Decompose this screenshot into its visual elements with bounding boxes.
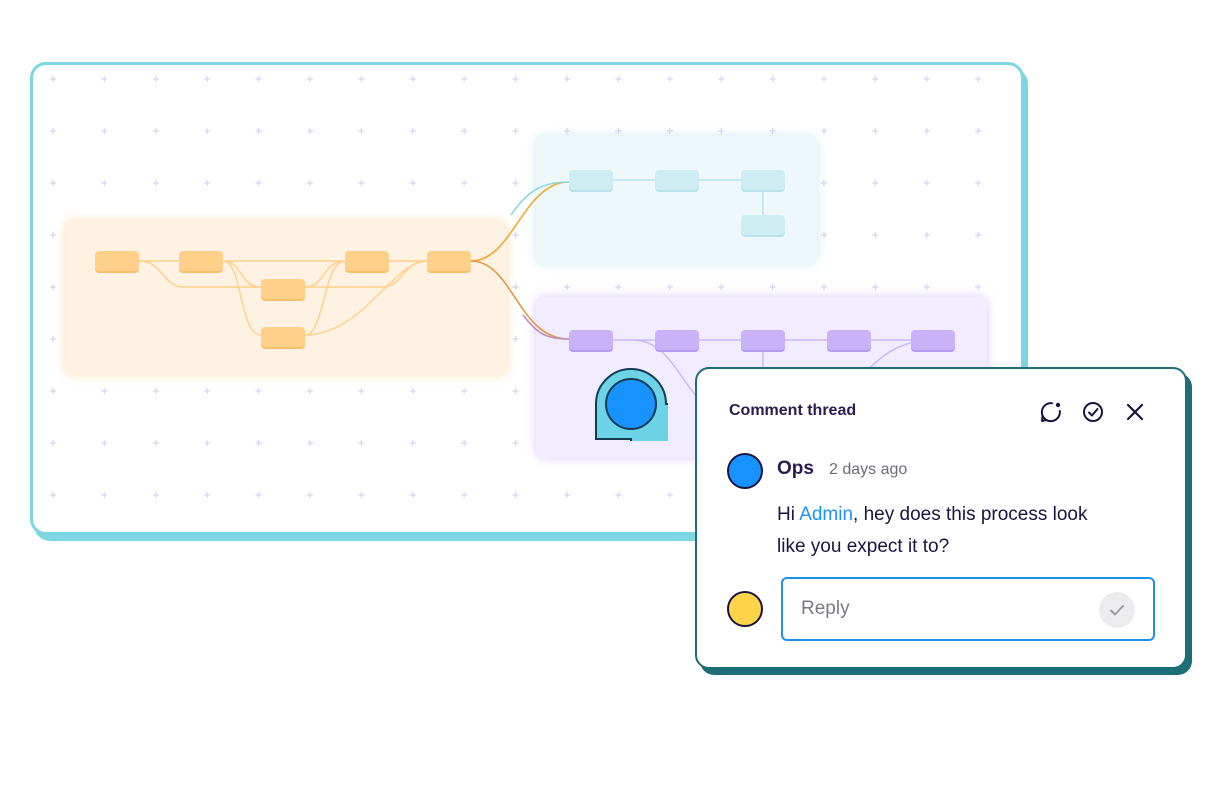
message-text: , hey does this process look like you ex… <box>777 504 1088 557</box>
process-node[interactable] <box>427 251 471 271</box>
process-group-teal <box>536 136 817 264</box>
process-node[interactable] <box>569 330 613 350</box>
comment-pin[interactable] <box>594 367 702 475</box>
send-reply-button[interactable] <box>1099 592 1135 628</box>
process-connectors <box>138 179 934 411</box>
process-node[interactable] <box>179 251 223 271</box>
pin-avatar <box>605 378 657 430</box>
process-node[interactable] <box>911 330 955 350</box>
comment-thread-panel: Comment thread Ops 2 days ago Hi Admin, … <box>695 367 1187 669</box>
process-node[interactable] <box>741 215 785 235</box>
reply-field <box>781 577 1155 641</box>
process-node[interactable] <box>741 170 785 190</box>
process-node[interactable] <box>261 279 305 299</box>
process-node[interactable] <box>741 330 785 350</box>
process-node[interactable] <box>261 327 305 347</box>
avatar <box>727 453 763 489</box>
comment-author: Ops <box>777 458 814 479</box>
user-mention[interactable]: Admin <box>799 504 854 525</box>
process-node[interactable] <box>827 330 871 350</box>
process-node[interactable] <box>569 170 613 190</box>
process-node[interactable] <box>95 251 139 271</box>
comment-message: Hi Admin, hey does this process look lik… <box>777 499 1117 563</box>
process-node[interactable] <box>345 251 389 271</box>
message-text: Hi <box>777 504 800 525</box>
process-node[interactable] <box>655 170 699 190</box>
comment-timestamp: 2 days ago <box>829 461 908 478</box>
current-user-avatar <box>727 591 763 627</box>
check-circle-icon[interactable] <box>1080 399 1106 425</box>
panel-title: Comment thread <box>729 402 857 419</box>
checkmark-icon <box>1110 605 1124 616</box>
chat-bubble-notify-icon[interactable] <box>1038 399 1064 425</box>
close-icon[interactable] <box>1122 399 1148 425</box>
reply-input[interactable] <box>783 579 1083 639</box>
process-node[interactable] <box>655 330 699 350</box>
